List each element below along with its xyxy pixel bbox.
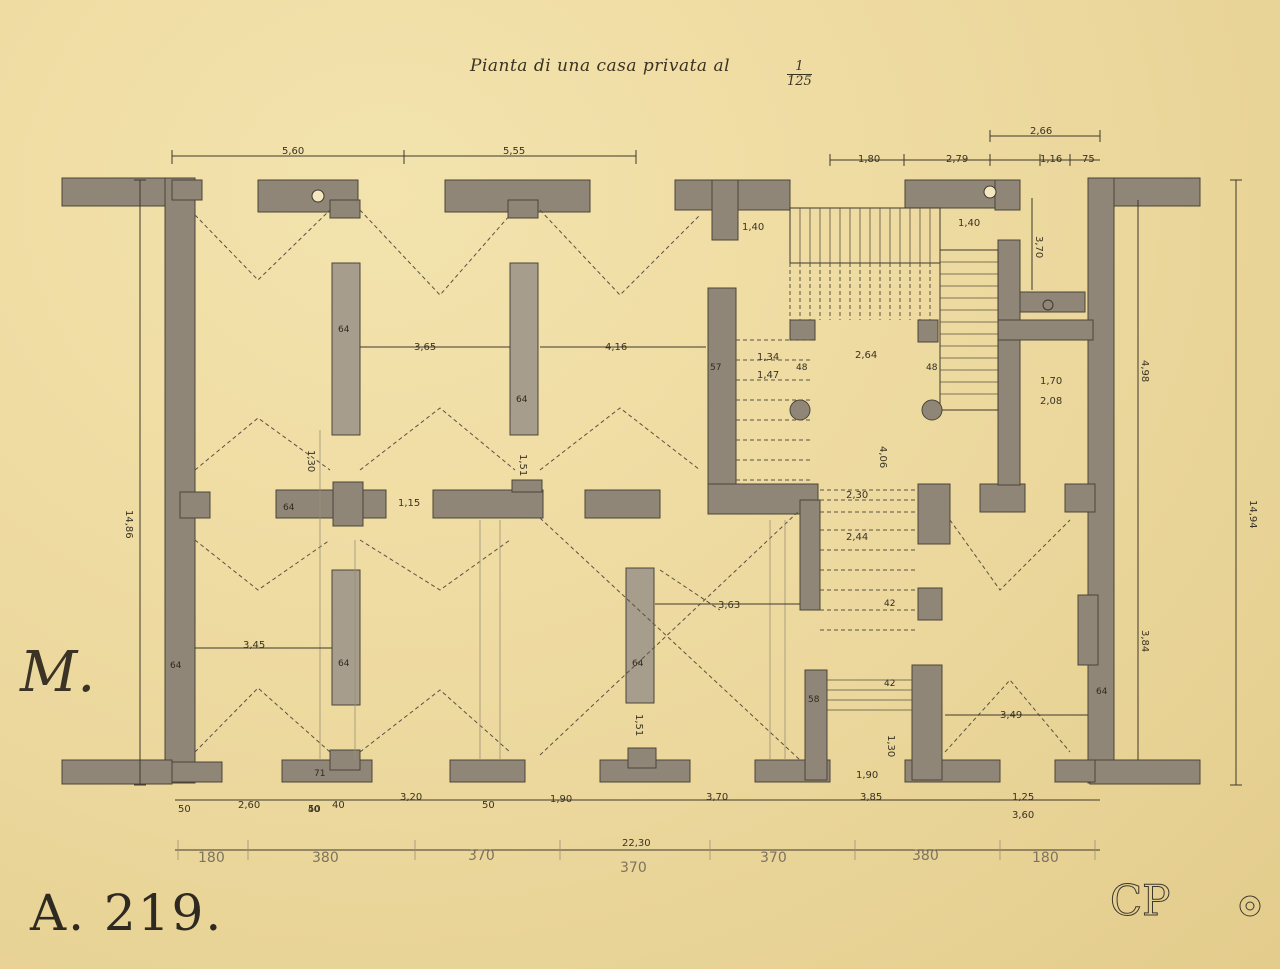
wall-label-5: 64 — [170, 661, 182, 671]
dim-int-15: 2,44 — [846, 532, 868, 543]
side-dim-right-upper: 4,98 — [1139, 360, 1150, 382]
wall-label-2: 64 — [516, 395, 528, 405]
dim-top-6: 1,16 — [1040, 154, 1062, 165]
pencil-dim-5: 370 — [760, 850, 787, 866]
dim-bottom-3: 50 — [308, 804, 321, 815]
wall-label-4: 64 — [632, 659, 644, 669]
vault-lines — [194, 209, 1071, 761]
dim-bottom-4: 40 — [332, 800, 345, 811]
side-dim-right-top: 3,70 — [1033, 236, 1044, 258]
dim-int-1: 3,65 — [414, 342, 436, 353]
pencil-lines — [319, 430, 786, 760]
wall-label-3: 64 — [338, 659, 350, 669]
dim-int-7: 2,64 — [855, 350, 877, 361]
side-dim-right-lower: 3,84 — [1139, 630, 1150, 652]
scale-denominator: 125 — [787, 74, 812, 89]
monogram: M. — [20, 640, 96, 705]
dim-int-17: 1,30 — [305, 450, 316, 472]
wall-label-1: 64 — [338, 325, 350, 335]
pencil-dim-total: 22,30 — [622, 838, 651, 849]
scale-ticks — [177, 840, 1096, 860]
wall-label-13: 40 — [308, 805, 320, 815]
wall-label-8: 48 — [796, 363, 808, 373]
dim-int-14: 2,30 — [846, 490, 868, 501]
dim-bottom-5: 3,20 — [400, 792, 422, 803]
dim-top-3: 1,80 — [858, 154, 880, 165]
dim-int-13: 2,08 — [1040, 396, 1062, 407]
dim-bottom-7: 1,90 — [550, 794, 572, 805]
pencil-dim-1: 180 — [198, 850, 225, 866]
stamp-initials: CP — [1110, 876, 1170, 925]
dim-top-7: 75 — [1082, 154, 1095, 165]
drawing-title: Pianta di una casa privata al — [470, 56, 731, 76]
wall-left — [164, 177, 196, 784]
dim-int-9: 1,47 — [757, 370, 779, 381]
dim-top-1: 5,60 — [282, 146, 304, 157]
wall-bottom-right-stub — [1089, 759, 1201, 785]
pencil-dim-3: 370 — [468, 848, 495, 864]
dim-bottom-2: 2,60 — [238, 800, 260, 811]
wall-label-15: 58 — [808, 695, 820, 705]
staircase — [311, 185, 1054, 711]
dim-int-4: 3,45 — [243, 640, 265, 651]
wall-label-14: 71 — [314, 769, 325, 779]
wall-label-12: 42 — [884, 679, 895, 689]
scale-fraction: 1 125 — [787, 60, 812, 89]
pencil-dim-7: 180 — [1032, 850, 1059, 866]
side-dim-left: 14,86 — [123, 510, 134, 539]
dim-bottom-9: 3,85 — [860, 792, 882, 803]
dim-int-11: 1,40 — [958, 218, 980, 229]
dim-top-2: 5,55 — [503, 146, 525, 157]
wall-label-6: 64 — [1096, 687, 1108, 697]
wall-label-9: 48 — [926, 363, 938, 373]
dim-int-10: 1,40 — [742, 222, 764, 233]
dim-bottom-11: 3,60 — [1012, 810, 1034, 821]
wall-bottom-left-stub — [61, 759, 173, 785]
wall-top-left-stub — [61, 177, 173, 207]
stamp-mark — [1239, 895, 1261, 917]
dim-int-20: 1,51 — [633, 714, 644, 736]
wall-label-10: 57 — [710, 363, 721, 373]
dim-top-4: 2,79 — [946, 154, 968, 165]
scale-numerator: 1 — [787, 60, 812, 75]
dim-bottom-12: 1,90 — [856, 770, 878, 781]
wall-label-11: 42 — [884, 599, 895, 609]
dim-int-18: 1,30 — [885, 735, 896, 757]
dim-top-5: 2,66 — [1030, 126, 1052, 137]
dim-int-12: 1,70 — [1040, 376, 1062, 387]
dim-int-16: 4,06 — [877, 446, 888, 468]
dim-int-5: 3,63 — [718, 600, 740, 611]
side-dim-right: 14,94 — [1247, 500, 1258, 529]
pencil-dim-2: 380 — [312, 850, 339, 866]
dim-int-2: 4,16 — [605, 342, 627, 353]
dim-bottom-6: 50 — [482, 800, 495, 811]
wall-label-7: 64 — [283, 503, 295, 513]
dim-bottom-8: 3,70 — [706, 792, 728, 803]
pencil-dim-6: 380 — [912, 848, 939, 864]
dim-bottom-1: 50 — [178, 804, 191, 815]
dim-bottom-10: 1,25 — [1012, 792, 1034, 803]
interior-walls — [179, 239, 1099, 781]
dim-int-8: 1,34 — [757, 352, 779, 363]
dim-int-3: 1,15 — [398, 498, 420, 509]
pencil-dim-4: 370 — [620, 860, 647, 876]
sheet-code: A. 219. — [30, 884, 224, 942]
dim-int-6: 3,49 — [1000, 710, 1022, 721]
dimension-texts: 5,60 5,55 1,80 2,79 2,66 1,16 75 3,65 4,… — [123, 126, 1258, 876]
dimension-lines — [134, 130, 1242, 851]
dim-int-19: 1,51 — [517, 454, 528, 476]
